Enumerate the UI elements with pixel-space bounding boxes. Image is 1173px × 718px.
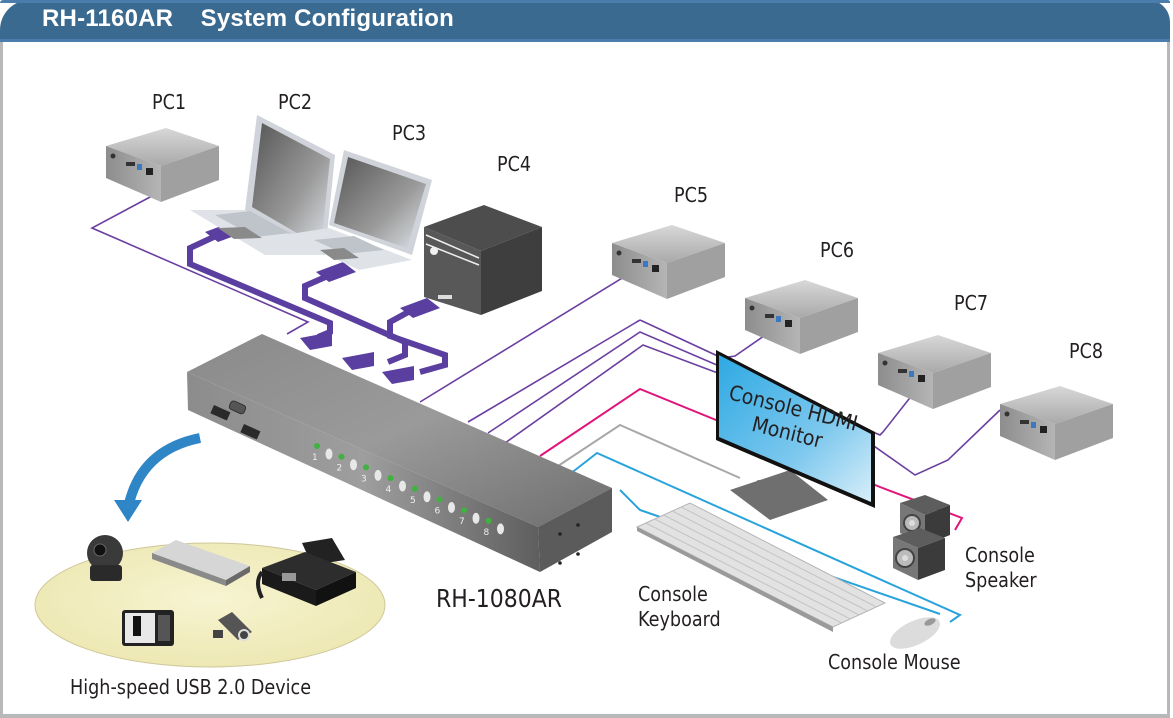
external-drive-icon [152, 540, 250, 586]
port-button-2 [350, 459, 357, 471]
port-button-5 [423, 491, 431, 503]
port-led-7 [461, 507, 467, 514]
port-number-2: 2 [337, 464, 343, 474]
label-pc5: PC5 [674, 183, 709, 207]
console-keyboard [635, 502, 887, 632]
port-button-4 [399, 480, 406, 492]
label-pc8: PC8 [1069, 339, 1104, 363]
cable-pc6-line [467, 319, 641, 423]
port-led-3 [363, 464, 369, 471]
cable-mouse [569, 451, 963, 623]
cable-pc1 [90, 195, 310, 335]
port-button-3 [374, 469, 382, 481]
label-switch-model: RH-1080AR [436, 584, 563, 613]
cable-pc7 [487, 331, 921, 436]
port-led-1 [314, 443, 320, 449]
pc2-laptop [190, 115, 335, 255]
port-led-8 [485, 517, 492, 524]
console-monitor [716, 350, 875, 520]
label-pc7: PC7 [954, 291, 989, 315]
port-button-1 [325, 448, 333, 460]
page-title: RH-1160AR System Configuration [42, 5, 455, 32]
port-number-4: 4 [386, 485, 392, 495]
port-number-7: 7 [459, 517, 465, 527]
port-button-8 [497, 523, 504, 535]
port-button-6 [448, 502, 455, 513]
label-console-keyboard: Console Keyboard [638, 582, 721, 631]
pc5-mini-pc [612, 225, 725, 299]
console-mouse [890, 617, 940, 649]
label-pc1: PC1 [152, 90, 187, 114]
keyboard-key-row [645, 522, 842, 624]
label-console-speaker: Console Speaker [965, 543, 1037, 592]
port-number-8: 8 [484, 528, 490, 538]
label-console-mouse: Console Mouse [828, 650, 961, 674]
port-button-7 [472, 512, 480, 524]
port-led-4 [387, 475, 394, 482]
usb-device-area [34, 433, 386, 668]
label-pc2: PC2 [278, 90, 313, 114]
pc6-mini-pc [745, 280, 858, 354]
cable-keyboard [557, 423, 741, 479]
cable-mouse-2 [619, 489, 941, 615]
kvm-switch: 1 2 3 4 5 6 7 8 [187, 334, 612, 572]
cable-audio [539, 387, 964, 531]
port-number-5: 5 [410, 496, 416, 506]
cable-pc5 [419, 263, 646, 403]
label-pc3: PC3 [392, 121, 427, 145]
console-speaker [893, 495, 950, 580]
port-number-3: 3 [361, 474, 367, 484]
keyboard-key-row [680, 506, 877, 608]
port-led-5 [412, 485, 418, 492]
keyboard-key-row [654, 518, 851, 620]
label-usb-devices: High-speed USB 2.0 Device [70, 675, 312, 699]
keyboard-key-row [663, 514, 860, 616]
port-number-6: 6 [435, 507, 441, 517]
keyboard-key-row [672, 510, 868, 612]
header-bar: RH-1160AR System Configuration [0, 0, 1170, 42]
frame-border-right [1167, 42, 1170, 718]
frame-border-left [0, 42, 3, 718]
usb-flash-drive-icon [213, 612, 252, 641]
port-leds: 1 2 3 4 5 6 7 8 [312, 443, 504, 538]
fax-machine-icon [256, 538, 356, 606]
pc8-mini-pc [1000, 386, 1113, 460]
port-led-2 [338, 453, 345, 460]
label-pc6: PC6 [820, 238, 855, 262]
pc3-laptop [284, 150, 432, 270]
port-number-1: 1 [312, 453, 318, 463]
frame-border-bottom [0, 714, 1170, 718]
webcam-icon [87, 535, 123, 581]
label-pc4: PC4 [497, 152, 532, 176]
pc4-tower [424, 205, 542, 315]
pc7-mini-pc [878, 335, 991, 409]
pc1-mini-pc [106, 128, 219, 202]
port-led-6 [436, 496, 443, 503]
digital-camera-icon [122, 610, 174, 646]
